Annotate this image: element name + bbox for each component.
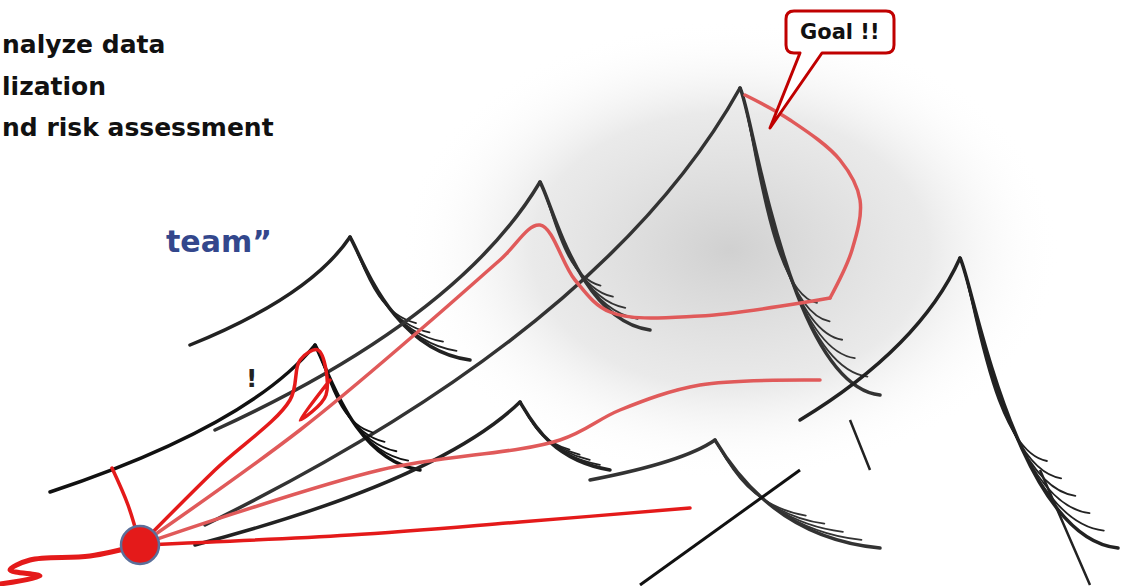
red-routes <box>0 95 861 584</box>
route-line <box>140 380 820 545</box>
callout-text: Goal !! <box>786 11 894 53</box>
slide-text: nd risk assessment <box>2 113 274 142</box>
callout-border <box>770 11 894 128</box>
slide-text: ! <box>246 364 257 393</box>
route-line <box>0 545 140 584</box>
mountain <box>590 440 880 548</box>
mountain <box>800 258 1118 548</box>
slide-text: nalyze data <box>2 30 165 59</box>
route-line <box>140 350 330 545</box>
mountain <box>50 345 420 492</box>
highlight-text: team” <box>166 224 272 259</box>
route-line <box>745 95 861 298</box>
route-line <box>140 225 830 545</box>
mountains <box>50 88 1118 585</box>
mountain <box>215 182 650 430</box>
glow <box>400 20 1060 480</box>
start-dot <box>121 526 159 564</box>
route-line <box>140 508 690 545</box>
mountain <box>195 402 610 545</box>
callout-box: Goal !! <box>786 11 894 53</box>
slide-text: lization <box>2 72 106 101</box>
